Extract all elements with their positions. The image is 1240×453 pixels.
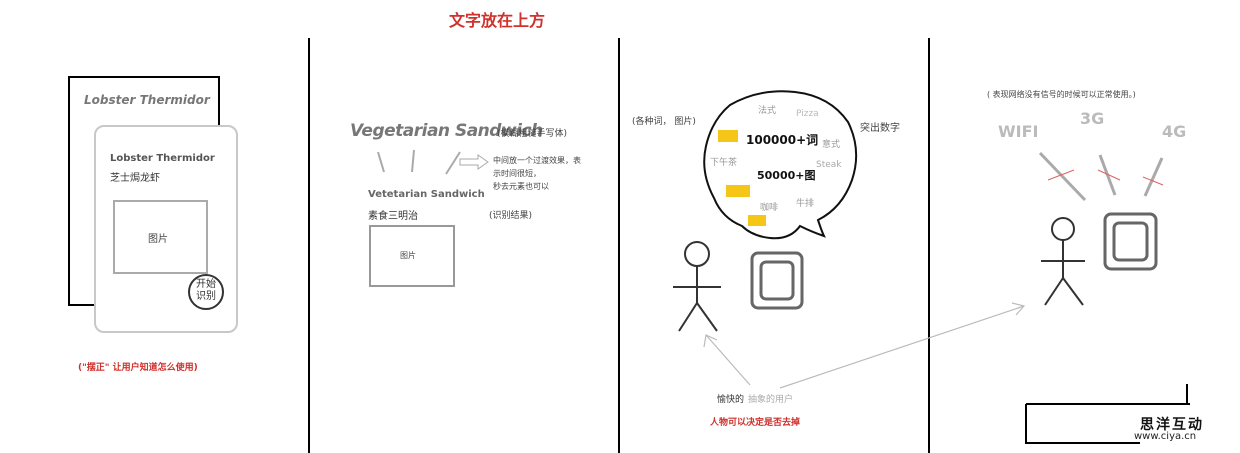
- panel3-left-note: (各种词， 图片): [632, 117, 696, 127]
- start-recognition-label: 开始识别: [196, 279, 216, 302]
- phone-icon: [750, 251, 804, 310]
- user-label-happy: 愉快的: [717, 395, 745, 405]
- card-title-en: Lobster Thermidor: [110, 153, 215, 164]
- transition-note-2: 示时间很短，: [493, 169, 541, 178]
- watermark-brand: 思洋互动: [1140, 417, 1204, 433]
- cloud-word-coffee: 咖啡: [760, 203, 779, 213]
- cloud-word-french: 法式: [758, 106, 777, 116]
- user-label-abstract: 抽象的用户: [748, 395, 794, 405]
- images-count: 50000+图: [757, 169, 816, 182]
- person-leg-icon: [1044, 277, 1064, 306]
- signal-line: [1143, 157, 1164, 197]
- cross-mark: [1097, 169, 1121, 181]
- start-recognition-button[interactable]: 开始识别: [188, 274, 224, 310]
- person-head-icon: [684, 241, 710, 267]
- highlight-block: [726, 185, 750, 197]
- transition-note-1: 中间放一个过渡效果，表: [493, 156, 581, 165]
- result-note: (识别结果): [489, 211, 533, 221]
- words-count: 100000+词: [746, 133, 819, 147]
- cross-mark: [1142, 176, 1164, 186]
- result-image-placeholder: [369, 225, 455, 287]
- person-leg-icon: [1062, 277, 1084, 306]
- panel3-right-note: 突出数字: [860, 123, 900, 134]
- panel-divider-3: [928, 38, 930, 453]
- blur-line: [411, 149, 415, 173]
- signal-line: [1038, 151, 1087, 202]
- handwriting-note: (模糊粗糙手写体): [497, 129, 568, 139]
- highlight-block: [748, 215, 766, 226]
- blur-line: [445, 151, 461, 175]
- handwriting-text: Vegetarian Sandwich: [350, 121, 543, 141]
- person-leg-icon: [678, 302, 698, 332]
- network-4g-label: 4G: [1162, 122, 1187, 141]
- arrow-left-icon: [459, 154, 489, 170]
- result-text-en: Vetetarian Sandwich: [368, 189, 485, 200]
- cloud-word-afternoon-tea: 下午茶: [710, 158, 738, 168]
- network-wifi-label: WIFI: [998, 122, 1039, 141]
- speech-cloud: [703, 90, 858, 240]
- highlight-block: [718, 130, 738, 142]
- offline-note: ( 表现网络没有信号的时候可以正常使用。): [987, 90, 1136, 99]
- card-title-zh: 芝士焗龙虾: [110, 173, 160, 184]
- phone-screen-icon: [1112, 221, 1149, 262]
- person-head-icon: [1051, 217, 1075, 241]
- person-leg-icon: [696, 302, 718, 332]
- pointer-arrow: [779, 305, 1025, 389]
- panel-divider-1: [308, 38, 310, 453]
- watermark-url: www.ciya.cn: [1134, 431, 1197, 442]
- panel1-caption: ("摆正" 让用户知道怎么使用): [78, 363, 198, 373]
- phone-screen-icon: [759, 260, 795, 301]
- panel-divider-2: [618, 38, 620, 453]
- cloud-word-italian: 意式: [822, 140, 841, 150]
- blur-line: [377, 151, 385, 173]
- cloud-word-steak: Steak: [816, 160, 842, 170]
- back-card-title: Lobster Thermidor: [84, 93, 210, 107]
- phone-icon: [1103, 212, 1158, 271]
- user-note: 人物可以决定是否去掉: [710, 418, 801, 428]
- pointer-arrow: [705, 334, 751, 386]
- cross-mark: [1047, 169, 1075, 181]
- image-label: 图片: [148, 234, 168, 245]
- result-text-zh: 素食三明治: [368, 211, 418, 222]
- cloud-word-beef-steak: 牛排: [796, 199, 815, 209]
- network-3g-label: 3G: [1080, 109, 1105, 128]
- result-image-label: 图片: [400, 251, 416, 260]
- cloud-word-pizza: Pizza: [796, 109, 819, 119]
- image-placeholder: [113, 200, 208, 274]
- page-title: 文字放在上方: [449, 11, 546, 30]
- signal-line: [1098, 154, 1117, 196]
- transition-note-3: 秒去元素也可以: [493, 182, 549, 191]
